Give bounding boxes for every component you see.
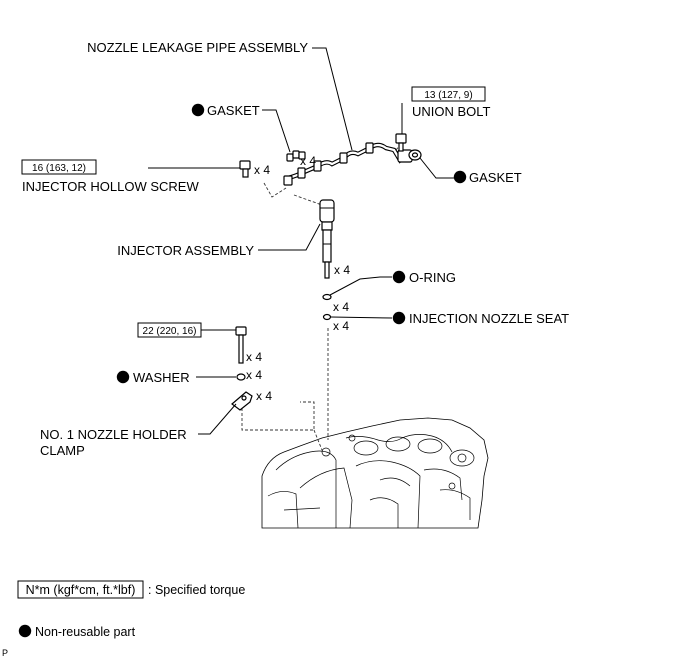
engine-head-illustration	[261, 417, 489, 529]
legend-torque-box	[17, 580, 144, 599]
injector-hollow-screw-illustration	[239, 160, 251, 178]
torque-box-clamp-bolt	[137, 322, 202, 338]
clamp-bolt-illustration	[235, 326, 247, 364]
label-nozzle-leakage-pipe-assembly: NOZZLE LEAKAGE PIPE ASSEMBLY	[87, 40, 308, 55]
legend-torque-box-text: N*m (kgf*cm, ft.*lbf)	[26, 583, 136, 597]
torque-box-union-bolt	[411, 86, 486, 102]
injection-nozzle-seat-illustration	[322, 313, 332, 321]
label-nozzle-holder-clamp-line1: NO. 1 NOZZLE HOLDER	[40, 427, 187, 442]
qty-injector: x 4	[334, 263, 350, 277]
label-injector-hollow-screw: INJECTOR HOLLOW SCREW	[22, 179, 199, 194]
label-nozzle-holder-clamp-line2: CLAMP	[40, 443, 85, 458]
label-washer: WASHER	[133, 370, 190, 385]
qty-clamp: x 4	[256, 389, 272, 403]
alignment-dashed-lines	[241, 139, 405, 451]
label-gasket-right: GASKET	[469, 170, 522, 185]
legend: N*m (kgf*cm, ft.*lbf) : Specified torque…	[17, 580, 245, 639]
legend-nonreusable-mark	[18, 624, 32, 638]
qty-clamp-bolt: x 4	[246, 350, 262, 364]
injector-assembly-illustration	[319, 199, 335, 279]
nozzle-leakage-pipe-illustration	[283, 142, 413, 186]
label-injector-assembly: INJECTOR ASSEMBLY	[117, 243, 254, 258]
qty-hollow-screw: x 4	[254, 163, 270, 177]
nonreusable-mark-o-ring	[392, 270, 406, 284]
torque-value-union-bolt: 13 (127, 9)	[424, 90, 472, 101]
qty-washer: x 4	[246, 368, 262, 382]
corner-mark: P	[2, 648, 8, 658]
label-union-bolt: UNION BOLT	[412, 104, 491, 119]
qty-o-ring: x 4	[333, 300, 349, 314]
gasket-right-illustration	[408, 149, 422, 161]
label-gasket-top: GASKET	[207, 103, 260, 118]
qty-nozzle-seat: x 4	[333, 319, 349, 333]
legend-nonreusable-text: Non-reusable part	[35, 625, 136, 639]
label-o-ring: O-RING	[409, 270, 456, 285]
torque-box-injector-hollow-screw	[21, 159, 97, 175]
nonreusable-mark-injection-nozzle-seat	[392, 311, 406, 325]
torque-value-injector-hollow-screw: 16 (163, 12)	[32, 163, 86, 174]
legend-torque-description: : Specified torque	[148, 583, 245, 597]
gasket-top-illustration	[286, 150, 306, 162]
nonreusable-mark-gasket-right	[453, 170, 467, 184]
o-ring-illustration	[322, 293, 332, 301]
qty-gasket: x 4	[300, 154, 316, 168]
leader-lines	[148, 47, 454, 435]
label-injection-nozzle-seat: INJECTION NOZZLE SEAT	[409, 311, 569, 326]
union-bolt-illustration	[395, 133, 407, 152]
torque-value-clamp-bolt: 22 (220, 16)	[143, 326, 197, 337]
nonreusable-mark-washer	[116, 370, 130, 384]
nozzle-holder-clamp-illustration	[231, 391, 253, 411]
nonreusable-mark-gasket-top	[191, 103, 205, 117]
washer-illustration	[236, 373, 246, 381]
